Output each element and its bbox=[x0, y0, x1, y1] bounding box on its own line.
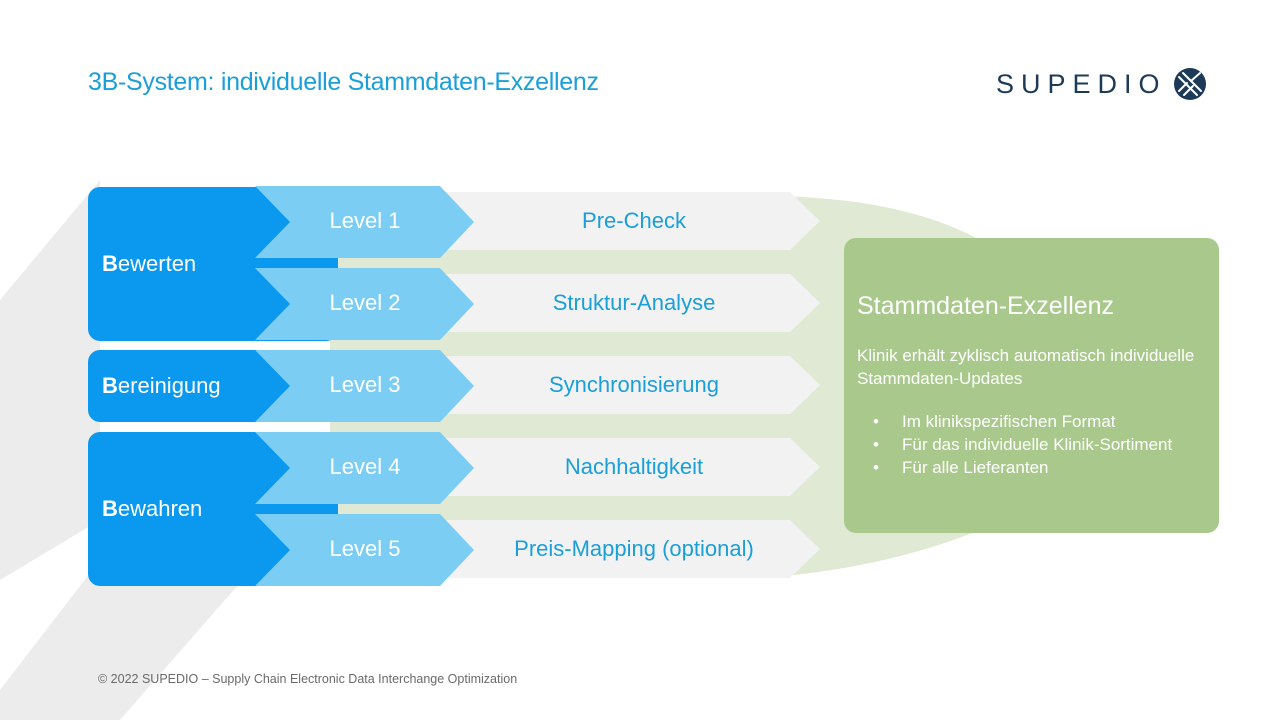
result-description: Klinik erhält zyklisch automatisch indiv… bbox=[857, 346, 1195, 388]
step-arrow-3 bbox=[440, 356, 820, 414]
step-label-1: Pre-Check bbox=[582, 208, 686, 233]
gray-diagonal-band bbox=[0, 180, 100, 580]
footer-copyright: © 2022 SUPEDIO – Supply Chain Electronic… bbox=[98, 672, 518, 686]
result-box-stammdaten-exzellenz: Stammdaten-Exzellenz Klinik erhält zykli… bbox=[844, 238, 1219, 533]
step-label-5: Preis-Mapping (optional) bbox=[514, 536, 754, 561]
step-arrow-2 bbox=[440, 274, 820, 332]
page-title: 3B-System: individuelle Stammdaten-Exzel… bbox=[88, 68, 599, 96]
bullet-icon: • bbox=[873, 412, 879, 431]
step-label-4: Nachhaltigkeit bbox=[564, 454, 704, 479]
step-label-2: Struktur-Analyse bbox=[552, 290, 716, 315]
step-arrows bbox=[440, 192, 820, 578]
level-label-1: Level 1 bbox=[329, 208, 401, 233]
gray-diagonal-band-lower bbox=[0, 560, 260, 720]
step-arrow-1 bbox=[440, 192, 820, 250]
step-label-3: Synchronisierung bbox=[549, 372, 719, 397]
logo-text: SUPEDIO bbox=[996, 68, 1167, 99]
level-label-2: Level 2 bbox=[329, 290, 401, 315]
result-bullet-list: •Im klinikspezifischen Format •Für das i… bbox=[857, 410, 1172, 479]
result-bullet-item: •Für alle Lieferanten bbox=[873, 458, 1049, 477]
level-label-3: Level 3 bbox=[329, 372, 401, 397]
group-label-bewahren: Bewahren bbox=[102, 496, 203, 521]
group-label-bewerten: Bewerten bbox=[102, 251, 197, 276]
logo-mark-icon bbox=[1173, 68, 1206, 100]
group-label-bereinigung: Bereinigung bbox=[102, 373, 221, 398]
supedio-logo: SUPEDIO bbox=[996, 66, 1207, 102]
step-arrow-5 bbox=[440, 520, 820, 578]
step-arrow-4 bbox=[440, 438, 820, 496]
result-bullet-item: •Für das individuelle Klinik-Sortiment bbox=[873, 435, 1173, 454]
level-label-4: Level 4 bbox=[329, 454, 401, 479]
bullet-icon: • bbox=[873, 435, 879, 454]
result-bullet-item: •Im klinikspezifischen Format bbox=[873, 412, 1116, 431]
bullet-icon: • bbox=[873, 458, 879, 477]
level-label-5: Level 5 bbox=[329, 536, 401, 561]
result-title: Stammdaten-Exzellenz bbox=[857, 292, 1115, 320]
